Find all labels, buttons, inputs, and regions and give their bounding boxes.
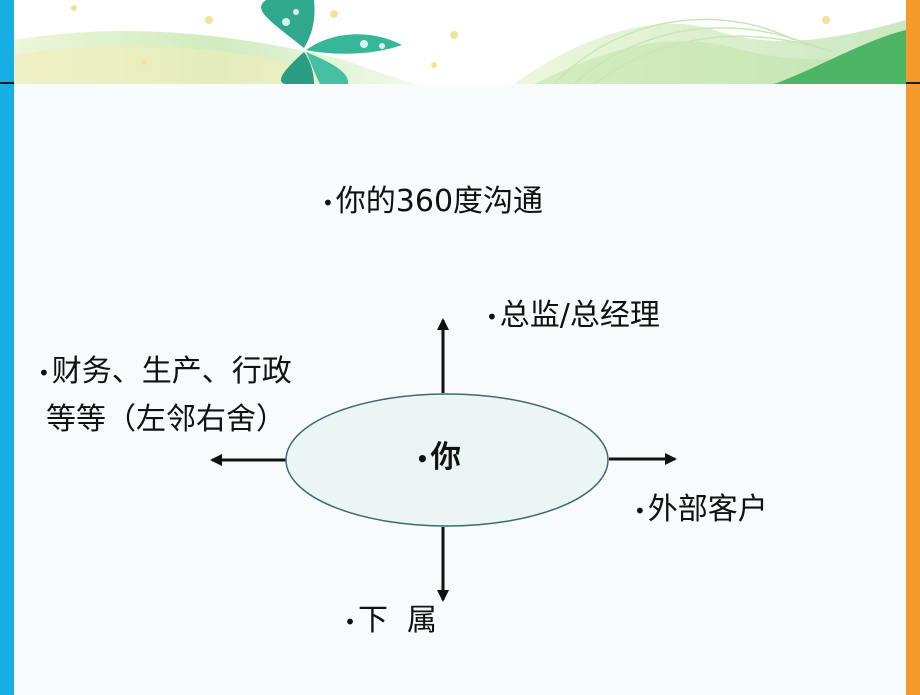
slide-title-text: 你的360度沟通 [335, 184, 544, 219]
label-left: •财务、生产、行政 [38, 354, 292, 389]
slide-title: •你的360度沟通 [322, 184, 544, 219]
center-ellipse [285, 393, 609, 527]
label-right: •外部客户 [634, 492, 768, 527]
label-center: •你 [416, 440, 461, 475]
right-accent-bar [906, 0, 920, 695]
header-decoration [14, 0, 906, 84]
butterfly-icon [261, 0, 402, 84]
label-left-line2-wrap: 等等（左邻右舍） [46, 402, 286, 438]
content-area [14, 84, 906, 695]
label-up: •总监/总经理 [486, 298, 660, 333]
label-up-text: 总监/总经理 [499, 298, 660, 333]
label-center-text: 你 [430, 440, 461, 475]
label-left-line1: 财务、生产、行政 [51, 354, 292, 389]
left-accent-bar [0, 0, 14, 695]
label-down: •下 属 [344, 603, 438, 638]
label-left-line2: 等等（左邻右舍） [46, 402, 286, 437]
label-right-text: 外部客户 [647, 492, 768, 527]
green-wave-decoration [14, 0, 906, 84]
header-divider-left [0, 82, 14, 84]
label-down-text: 下 属 [357, 603, 438, 638]
header-divider-right [906, 82, 920, 84]
